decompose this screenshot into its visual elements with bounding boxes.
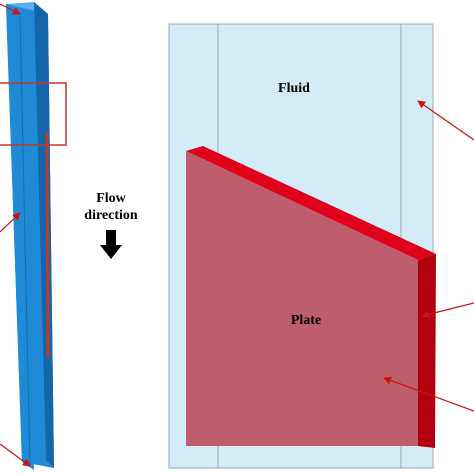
leader-arrow-top: [0, 3, 21, 15]
plate-top-face: [186, 146, 436, 260]
plate-side-face: [418, 254, 436, 448]
fluid-label: Fluid: [278, 81, 310, 96]
leader-arrow-middle: [0, 212, 21, 233]
flow-direction: Flow direction: [84, 191, 138, 259]
detail-view: Fluid Plate: [168, 23, 474, 469]
plate-face: [186, 151, 418, 446]
plate-strip: [45, 131, 50, 359]
zoom-callout-box: [0, 82, 67, 146]
plate-face-leader-arrow: [383, 376, 474, 412]
leader-arrow-bottom: [0, 443, 31, 467]
channel-overview: [0, 2, 67, 470]
fluid-leader-arrow: [417, 100, 474, 141]
down-arrow-icon: [100, 230, 122, 259]
plate-side-leader-arrow: [421, 302, 474, 319]
flow-label-line2: direction: [84, 208, 138, 223]
plate-label: Plate: [291, 313, 321, 328]
channel-edge: [19, 15, 31, 467]
flow-label-line1: Flow: [96, 191, 126, 206]
